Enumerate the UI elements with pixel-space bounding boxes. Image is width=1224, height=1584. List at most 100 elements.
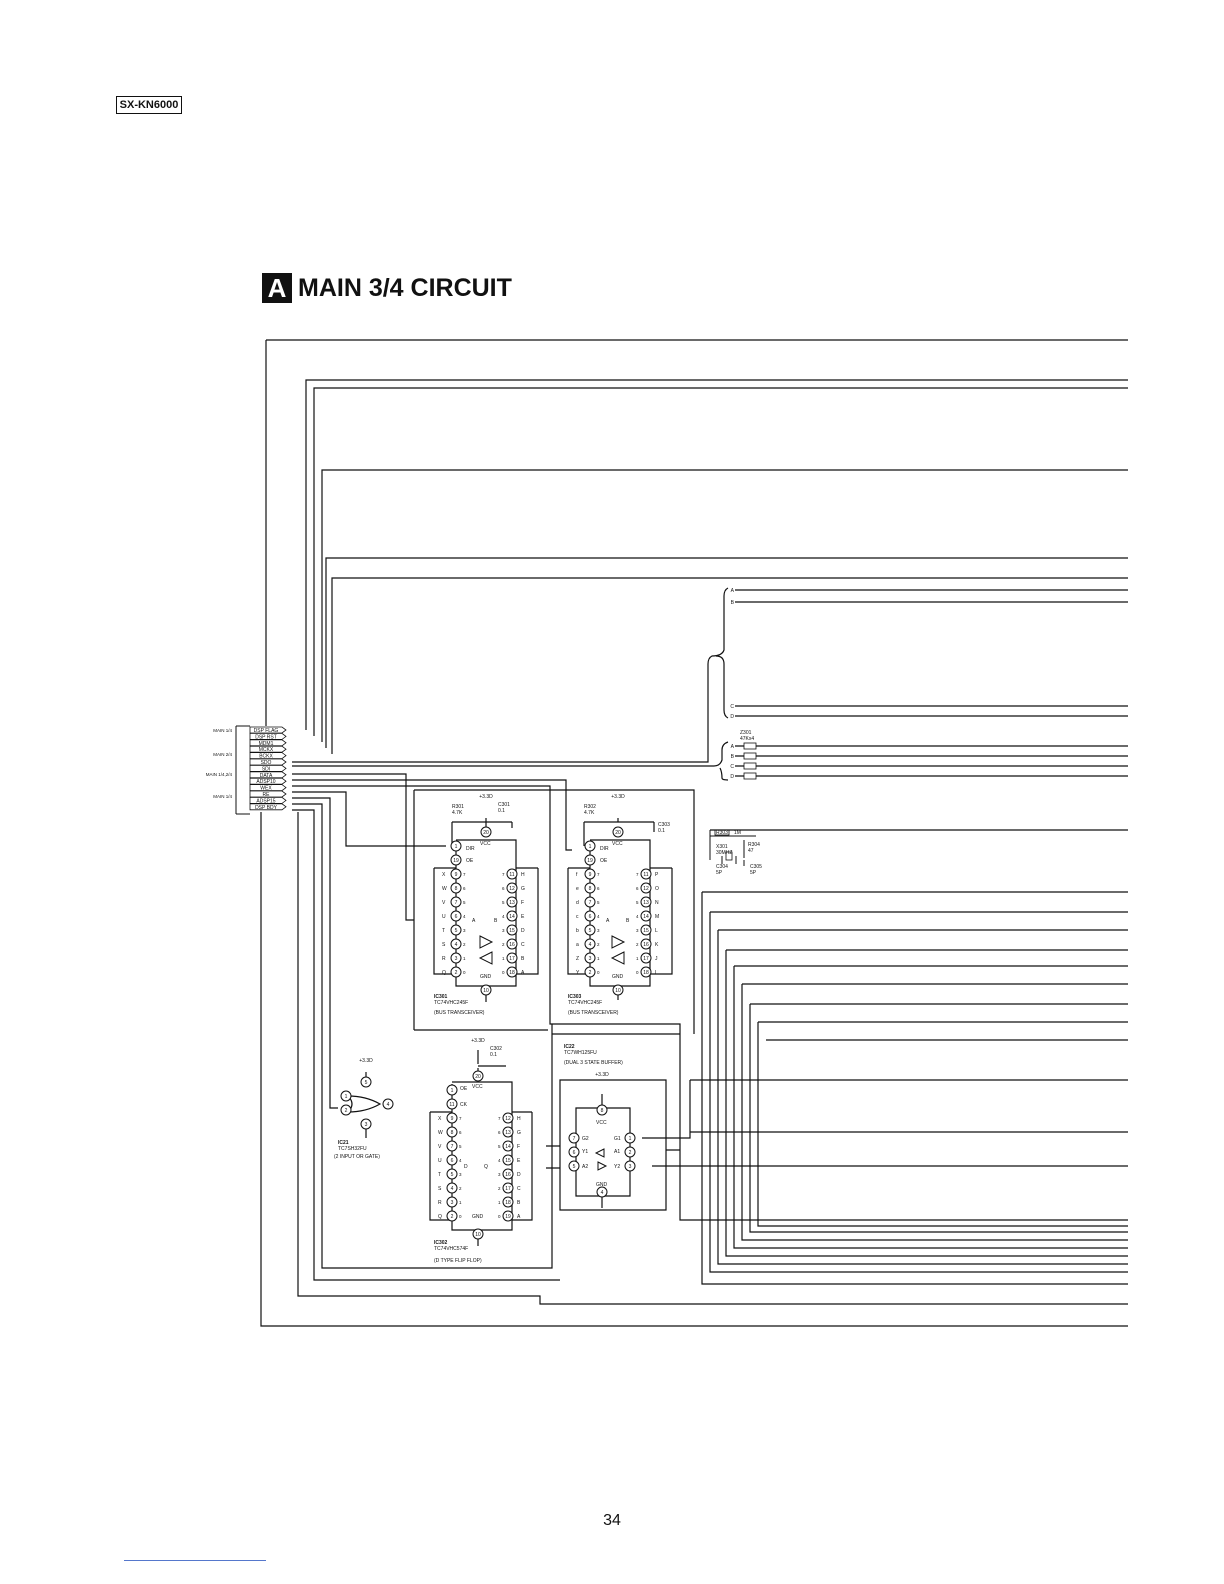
- ic21-pin-num: 2: [345, 1108, 348, 1114]
- ic302-left-pin-num: 4: [451, 1186, 454, 1192]
- ic301-left-pin-num: 9: [455, 872, 458, 878]
- ic303-right-label: J: [655, 956, 658, 962]
- osc-c304: C304: [716, 864, 728, 870]
- ic21-pin-circle: [340, 1090, 352, 1102]
- ic303-right-idx: 2: [636, 942, 639, 947]
- ic301-right-label: C: [521, 942, 525, 948]
- ic302-right-label: E: [517, 1158, 521, 1164]
- connector-flag: [249, 739, 287, 747]
- ic302-left-label: R: [438, 1200, 442, 1206]
- osc-x301-val: 30MHZ: [716, 850, 732, 856]
- ic303-oe-pin-circle: [584, 854, 596, 866]
- osc-r304-val: 47: [748, 848, 754, 854]
- ic303-left-idx: 6: [597, 886, 600, 891]
- ic303-left-idx: 2: [597, 942, 600, 947]
- ic302-right-label: D: [517, 1172, 521, 1178]
- connector-group: MAIN 1/4: [213, 728, 232, 733]
- ic303-left-idx: 0: [597, 970, 600, 975]
- ic302-left-pin-circle: [446, 1182, 458, 1194]
- ic301-right-pin-circle: [506, 966, 518, 978]
- ic22-pin-num: 6: [573, 1150, 576, 1156]
- ic301-left-idx: 2: [463, 942, 466, 947]
- ic302-right-pin-num: 18: [505, 1200, 511, 1206]
- ic302-gnd-pin-circle: [472, 1228, 484, 1240]
- ic22-vcc: VCC: [596, 1120, 607, 1126]
- ic301-right-pin-num: 15: [509, 928, 515, 934]
- ic301-left-idx: 7: [463, 872, 466, 877]
- connector-flag: [249, 733, 287, 740]
- ic22-pin-num: 5: [573, 1164, 576, 1170]
- ic302-right-label: H: [517, 1116, 521, 1122]
- ic303-oe-label: OE: [600, 858, 608, 864]
- ic302-left-idx: 4: [459, 1158, 462, 1163]
- ic302-left-idx: 7: [459, 1116, 462, 1121]
- connector-group: MAIN 1/4,2/4: [206, 772, 233, 777]
- ic301-left-label: U: [442, 914, 446, 920]
- ic22-y2: Y2: [614, 1164, 620, 1170]
- ic303-right-idx: 7: [636, 872, 639, 877]
- wiring: [260, 339, 1128, 1327]
- ic302-right-idx: 2: [498, 1186, 501, 1191]
- ic303-right-pin-num: 18: [643, 970, 649, 976]
- osc-r304: R304: [748, 842, 760, 848]
- ic22-y1: Y1: [582, 1149, 588, 1155]
- ic301-desc: (BUS TRANSCEIVER): [434, 1010, 485, 1016]
- ic302-oe-label: OE: [460, 1086, 468, 1092]
- ic303: +3.3D R302 4.7K C303 0.1 DIR OE VCC GND …: [568, 794, 670, 1016]
- ic301-right-pin-circle: [506, 868, 518, 880]
- ic21-desc: (2 INPUT OR GATE): [334, 1154, 380, 1160]
- ic302-right-idx: 4: [498, 1158, 501, 1163]
- ic303-left-label: a: [576, 942, 579, 948]
- ic302-supply: +3.3D: [471, 1038, 485, 1044]
- connector-signal: SDO: [261, 760, 272, 766]
- ic301-left-pin-num: 3: [455, 956, 458, 962]
- ic302-vcc-pin-num: 20: [475, 1074, 481, 1080]
- connector-flag: [249, 752, 287, 759]
- ic22-pin-num: 7: [573, 1136, 576, 1142]
- ic22-pin-circle: [568, 1160, 580, 1172]
- connector-signal: ADSP10: [256, 779, 275, 785]
- ic21-name: IC21: [338, 1140, 349, 1146]
- ic301-left-pin-circle: [450, 896, 462, 908]
- ic302-right-idx: 0: [498, 1214, 501, 1219]
- ic302-left-label: T: [438, 1172, 441, 1178]
- ic303-left-pin-circle: [584, 910, 596, 922]
- ic301-gnd: GND: [480, 974, 492, 980]
- ic301-left-label: S: [442, 942, 446, 948]
- ic22-pin-circle: [624, 1132, 636, 1144]
- ic303-left-pin-num: 7: [589, 900, 592, 906]
- ic302-part: TC74VHC574F: [434, 1246, 468, 1252]
- ic301-right-label: H: [521, 872, 525, 878]
- ic303-left-pin-circle: [584, 882, 596, 894]
- ic22-name: IC22: [564, 1044, 575, 1050]
- ic302-left-pin-num: 2: [451, 1214, 454, 1220]
- ic301-gnd-pin-num: 10: [483, 988, 489, 994]
- ic302-gnd: GND: [472, 1214, 484, 1220]
- z301-resistor: [743, 762, 757, 770]
- ic302-left-pin-num: 9: [451, 1116, 454, 1122]
- ic301-vcc-pin-num: 20: [483, 830, 489, 836]
- ic301-right-idx: 6: [502, 886, 505, 891]
- ic301-vcc-pin-circle: [480, 826, 492, 838]
- footer-rule: [124, 1560, 266, 1561]
- ic303-left-idx: 3: [597, 928, 600, 933]
- ic302-d: D: [464, 1164, 468, 1170]
- ic301-right-label: E: [521, 914, 525, 920]
- ic301-left-label: X: [442, 872, 446, 878]
- ic301-right-idx: 4: [502, 914, 505, 919]
- ic302-right-pin-circle: [502, 1154, 514, 1166]
- ic303-left-idx: 4: [597, 914, 600, 919]
- ic301-right-label: G: [521, 886, 525, 892]
- ic303-a: A: [606, 918, 610, 924]
- ic303-right-pin-circle: [640, 910, 652, 922]
- ic21-pin-circle: [360, 1118, 372, 1130]
- ic303-left-pin-num: 4: [589, 942, 592, 948]
- ic301-buffer-arrows: [478, 935, 494, 965]
- ic303-left-label: e: [576, 886, 579, 892]
- ic303-vcc: VCC: [612, 841, 623, 847]
- z301-resistor: [743, 742, 757, 750]
- ic303-right-pin-circle: [640, 966, 652, 978]
- ic302-left-idx: 6: [459, 1130, 462, 1135]
- connector-signal: RE: [263, 792, 271, 798]
